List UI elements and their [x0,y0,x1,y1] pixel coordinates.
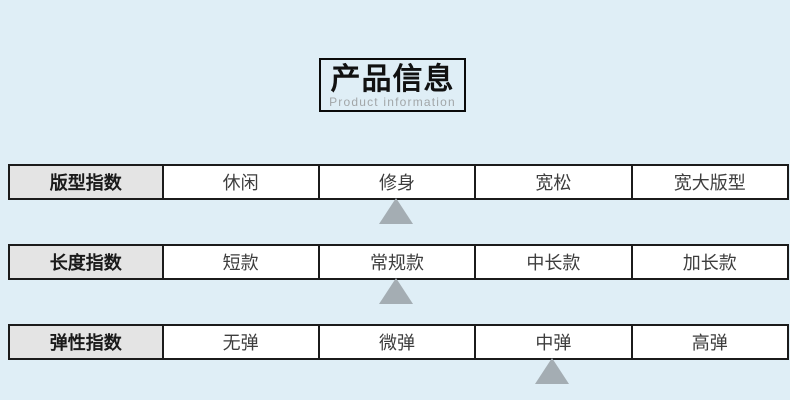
elasticity-option-high: 高弹 [630,326,787,358]
fit-option-slim: 修身 [317,166,474,198]
row-label-length: 长度指数 [10,246,162,278]
selection-arrow-icon [379,198,414,224]
fit-option-casual: 休闲 [161,166,318,198]
row: 弹性指数 无弹 微弹 中弹 高弹 [8,324,789,384]
fit-option-loose: 宽松 [474,166,630,198]
elasticity-option-none: 无弹 [161,326,318,358]
row-label-fit: 版型指数 [10,166,162,198]
selection-arrow-icon [379,278,414,304]
title-box: 产品信息 Product information [319,58,466,112]
page-subtitle: Product information [329,95,456,109]
page-title: 产品信息 [330,63,455,96]
length-option-regular: 常规款 [317,246,474,278]
elasticity-option-medium: 中弹 [474,326,630,358]
fit-option-oversize: 宽大版型 [630,166,787,198]
length-option-midlong: 中长款 [474,246,630,278]
length-option-extended: 加长款 [630,246,787,278]
row: 长度指数 短款 常规款 中长款 加长款 [8,244,789,304]
length-option-short: 短款 [161,246,318,278]
elasticity-option-slight: 微弹 [317,326,474,358]
row-label-elasticity: 弹性指数 [10,326,162,358]
row: 版型指数 休闲 修身 宽松 宽大版型 [8,164,789,224]
selection-arrow-icon [535,358,570,384]
spec-tables: 版型指数 休闲 修身 宽松 宽大版型 长度指数 短款 常规款 中长款 加长款 弹… [8,164,789,384]
